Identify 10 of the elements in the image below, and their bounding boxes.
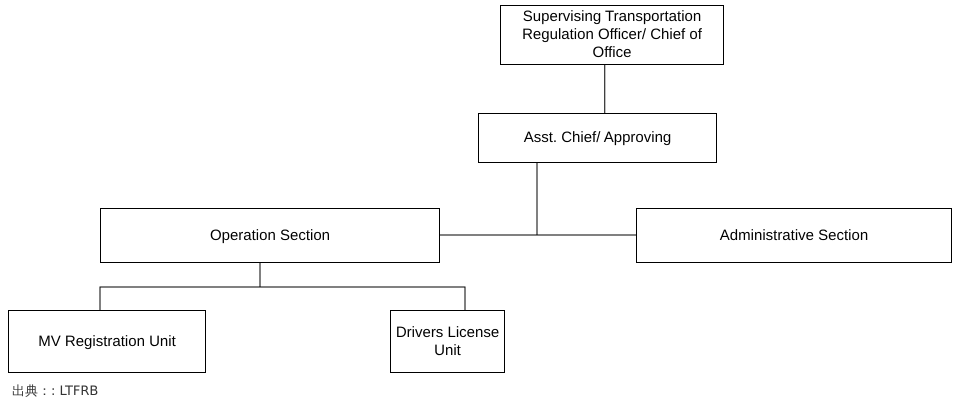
org-box: MV Registration Unit	[8, 310, 206, 373]
connector-line	[604, 64, 606, 114]
org-box: Operation Section	[100, 208, 440, 263]
org-box: Administrative Section	[636, 208, 952, 263]
org-box: Asst. Chief/ Approving	[478, 113, 717, 163]
connector-line	[260, 262, 466, 310]
source-note: 出典：: LTFRB	[12, 383, 98, 400]
connector-line	[536, 162, 636, 236]
org-box: Drivers License Unit	[390, 310, 505, 373]
org-box: Supervising Transportation Regulation Officer/ Chief of Office	[500, 5, 724, 65]
